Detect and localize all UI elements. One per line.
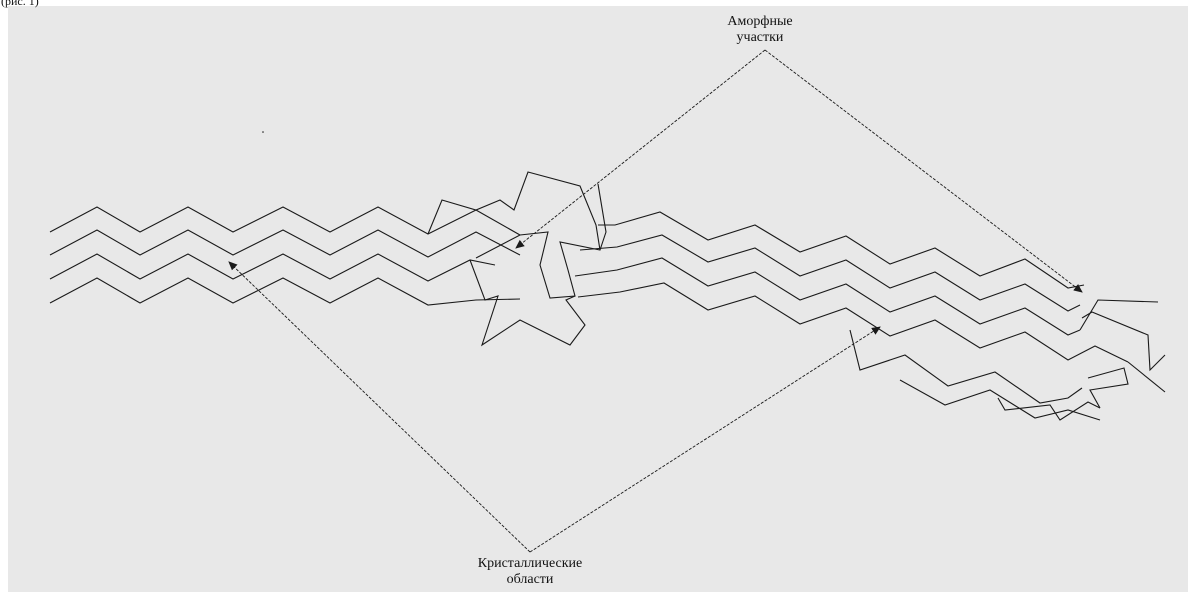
stray-dot — [262, 131, 264, 133]
left-crystalline-chains — [50, 207, 520, 305]
crystalline-label-line-1: Кристаллические — [477, 556, 583, 571]
right-chain-7 — [998, 398, 1100, 420]
right-crystalline-chains — [575, 212, 1128, 420]
figure-corner-label: (рис. 1) — [1, 0, 39, 8]
right-amorphous-tangle — [1080, 300, 1165, 408]
amorphous-arrow-right — [765, 50, 1083, 293]
right-tangle-2 — [1082, 312, 1165, 370]
crystalline-arrow-left — [228, 261, 530, 552]
left-chain-4 — [50, 278, 520, 305]
callout-lines — [228, 50, 1083, 552]
amorphous-regions-label: Аморфные участки — [700, 14, 820, 46]
left-chain-1 — [50, 207, 520, 235]
crystalline-arrow-right — [530, 326, 881, 552]
tangle-loop-1 — [428, 172, 600, 250]
diagram-background — [8, 6, 1188, 592]
tangle-loop-3 — [470, 260, 585, 345]
right-tangle-1 — [1080, 300, 1158, 330]
left-chain-3 — [50, 254, 495, 281]
right-chain-5 — [850, 330, 1082, 403]
right-chain-3 — [575, 258, 1080, 335]
right-tangle-4 — [1128, 362, 1165, 392]
right-chain-1 — [598, 212, 1084, 288]
right-chain-2 — [580, 235, 1080, 311]
right-chain-4 — [578, 283, 1128, 362]
left-chain-2 — [50, 230, 520, 257]
amorphous-label-line-1: Аморфные — [727, 14, 793, 29]
right-tangle-3 — [1088, 368, 1128, 408]
central-amorphous-tangle — [428, 172, 606, 345]
amorphous-arrow-left — [515, 50, 765, 249]
crystalline-label-line-2: области — [506, 572, 554, 587]
amorphous-label-line-2: участки — [736, 30, 784, 45]
crystalline-regions-label: Кристаллические области — [445, 556, 615, 588]
